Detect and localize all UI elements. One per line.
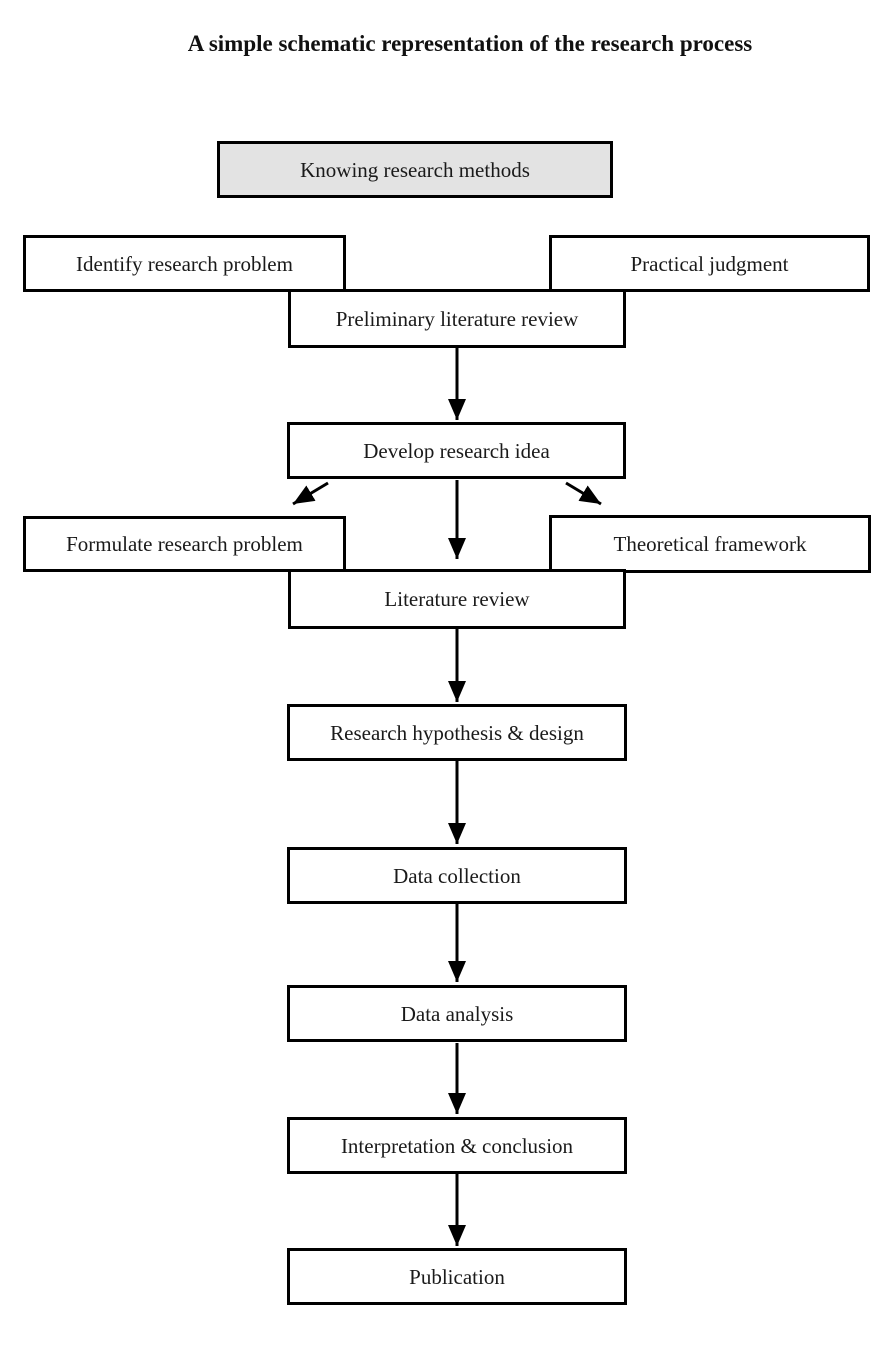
node-data-collection: Data collection	[287, 847, 627, 904]
node-research-hypothesis-design: Research hypothesis & design	[287, 704, 627, 761]
node-literature-review: Literature review	[288, 569, 626, 629]
diagram-title: A simple schematic representation of the…	[187, 31, 753, 56]
node-practical-judgment: Practical judgment	[549, 235, 870, 292]
node-preliminary-literature-review: Preliminary literature review	[288, 289, 626, 348]
node-theoretical-framework: Theoretical framework	[549, 515, 871, 573]
node-data-analysis: Data analysis	[287, 985, 627, 1042]
node-interpretation-conclusion: Interpretation & conclusion	[287, 1117, 627, 1174]
arrow-develop-to-theoretical	[565, 481, 602, 506]
node-formulate-research-problem: Formulate research problem	[23, 516, 346, 572]
node-publication: Publication	[287, 1248, 627, 1305]
arrow-develop-to-formulate	[292, 481, 329, 506]
node-knowing-research-methods: Knowing research methods	[217, 141, 613, 198]
node-identify-research-problem: Identify research problem	[23, 235, 346, 292]
node-develop-research-idea: Develop research idea	[287, 422, 626, 479]
